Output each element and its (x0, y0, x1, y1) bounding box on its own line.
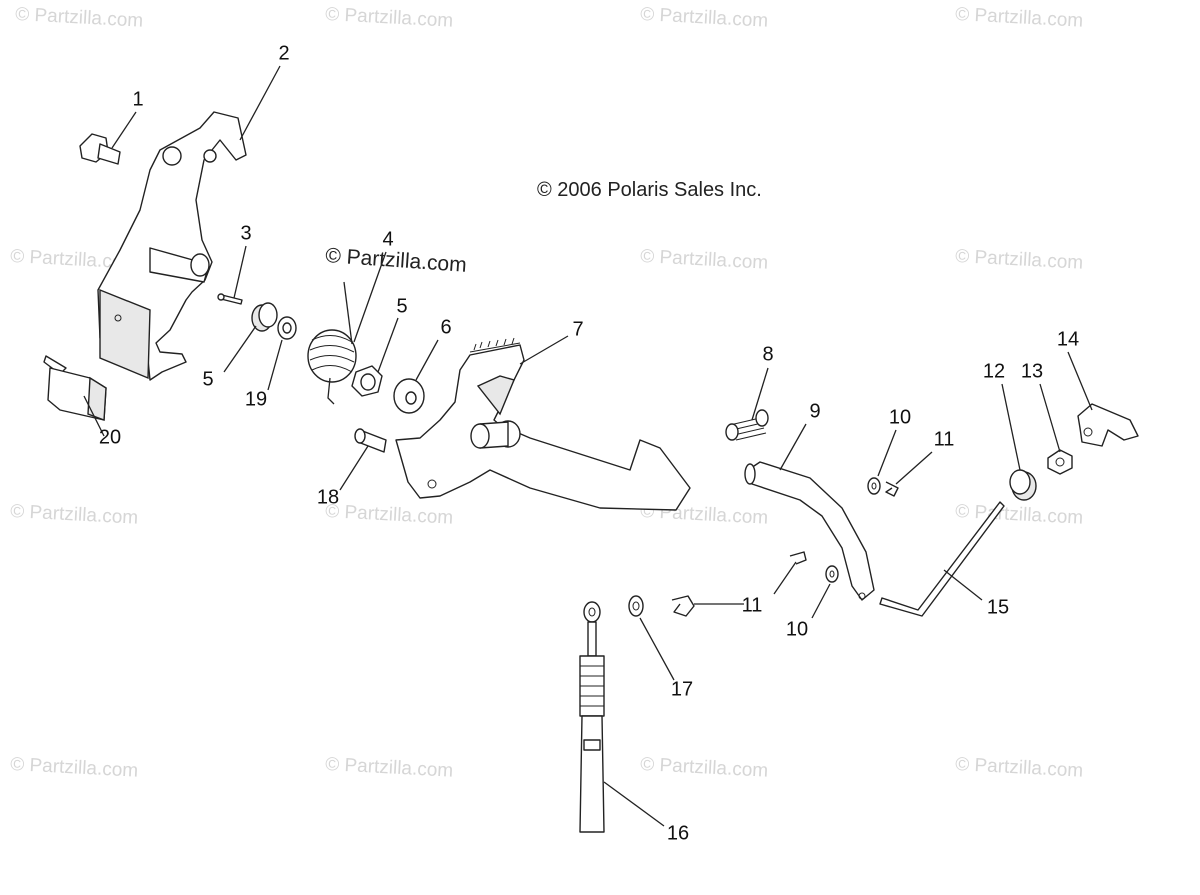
callout-5-right: 5 (396, 295, 407, 317)
part-brake-cable (579, 601, 605, 833)
part-clip-11-c (671, 595, 695, 617)
part-brake-switch (43, 355, 107, 421)
part-bolt (79, 133, 121, 165)
callout-16: 16 (667, 822, 689, 844)
watermark: © Partzilla.com (10, 754, 139, 782)
callout-11-top: 11 (934, 428, 955, 450)
watermark: © Partzilla.com (325, 4, 454, 32)
part-washer-19 (277, 316, 297, 340)
callout-20: 20 (99, 426, 121, 448)
callouts: 1 2 3 4 5 5 6 7 8 9 10 10 11 11 11 12 13… (99, 42, 1079, 844)
watermarks: © Partzilla.com © Partzilla.com © Partzi… (10, 4, 1084, 782)
callout-13: 13 (1021, 360, 1043, 382)
watermark: © Partzilla.com (955, 754, 1084, 782)
part-clip-11-a (885, 481, 899, 497)
callout-12: 12 (983, 360, 1005, 382)
part-rod-15 (879, 501, 1005, 617)
callout-10-top: 10 (889, 406, 911, 428)
callout-2: 2 (278, 42, 289, 64)
copyright-notice: © 2006 Polaris Sales Inc. (537, 179, 762, 201)
part-lever-arm (744, 461, 875, 601)
part-latch-14 (1077, 403, 1139, 447)
watermark: © Partzilla.com (325, 501, 454, 529)
part-washer-10-top (867, 477, 881, 495)
callout-8: 8 (762, 343, 773, 365)
part-bushing-right (351, 365, 383, 397)
part-nut-13 (1047, 449, 1073, 475)
part-brake-pedal (395, 337, 691, 511)
part-washer-17 (628, 595, 644, 617)
part-bushing-left (251, 302, 278, 332)
watermark: © Partzilla.com (325, 754, 454, 782)
callout-4: 4 (382, 228, 393, 250)
watermark: © Partzilla.com (640, 754, 769, 782)
part-pin (217, 293, 243, 305)
watermark: © Partzilla.com (15, 4, 144, 32)
callout-11-middle: 11 (742, 594, 763, 616)
callout-5-left: 5 (202, 368, 213, 390)
callout-10-bottom: 10 (786, 618, 808, 640)
callout-15: 15 (987, 596, 1009, 618)
callout-18: 18 (317, 486, 339, 508)
callout-7: 7 (572, 318, 583, 340)
watermark-featured: © Partzilla.com (325, 244, 468, 277)
watermark: © Partzilla.com (10, 501, 139, 529)
part-washer-6 (393, 378, 425, 414)
callout-17: 17 (671, 678, 693, 700)
watermark: © Partzilla.com (640, 4, 769, 32)
callout-9: 9 (809, 400, 820, 422)
part-clip-11-b (789, 551, 807, 565)
callout-6: 6 (440, 316, 451, 338)
part-return-spring (725, 409, 769, 441)
leader-lines (83, 65, 1093, 827)
part-torsion-spring (307, 281, 357, 405)
callout-1: 1 (132, 88, 143, 110)
callout-3: 3 (240, 222, 251, 244)
part-pin-18 (354, 428, 387, 453)
part-bushing-12 (1009, 469, 1037, 501)
watermark: © Partzilla.com (955, 4, 1084, 32)
callout-19: 19 (245, 388, 267, 410)
part-bracket (97, 111, 247, 381)
callout-14: 14 (1057, 328, 1079, 350)
watermark: © Partzilla.com (955, 246, 1084, 274)
watermark: © Partzilla.com (640, 246, 769, 274)
part-washer-10-bottom (825, 565, 839, 583)
watermark: © Partzilla.com (955, 501, 1084, 529)
